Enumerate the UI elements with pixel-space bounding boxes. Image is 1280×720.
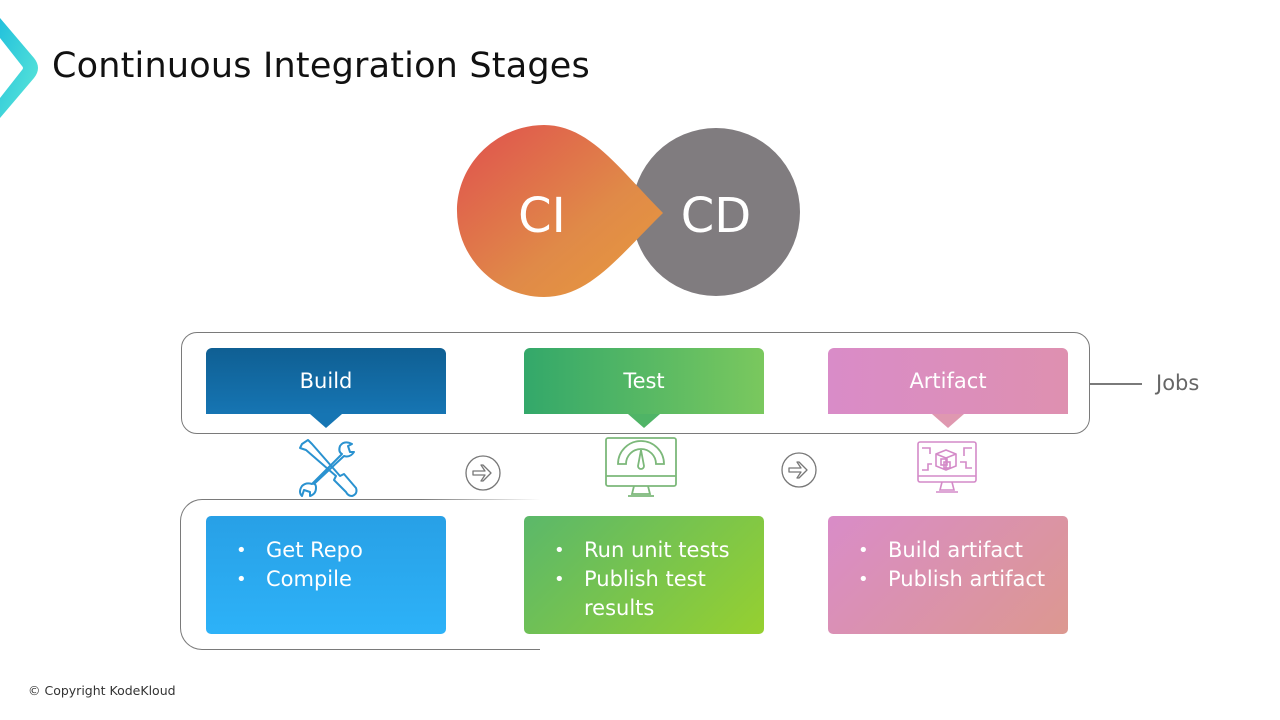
list-item: Compile [236,565,436,594]
artifact-steps-card: Build artifact Publish artifact [828,516,1068,634]
arrow-right-icon [465,455,501,491]
stage-build: Build [206,348,446,428]
jobs-label: Jobs [1156,371,1200,395]
gauge-monitor-icon [605,437,677,497]
ci-label: CI [518,188,566,244]
stage-artifact-label: Artifact [909,369,987,393]
stage-artifact-pointer [932,414,964,428]
build-steps-card: Get Repo Compile [206,516,446,634]
list-item: Publish test results [554,565,754,623]
tools-icon [299,439,358,497]
stage-artifact: Artifact [828,348,1068,428]
page-title: Continuous Integration Stages [52,46,590,86]
list-item: Build artifact [858,536,1058,565]
stage-build-label: Build [299,369,353,393]
list-item: Get Repo [236,536,436,565]
chevron-logo-icon [0,18,38,118]
ci-cd-logo: CI CD [457,125,800,297]
cd-circle [632,128,800,296]
jobs-frame [181,332,1090,434]
list-item: Publish artifact [858,565,1058,594]
stage-build-pointer [310,414,342,428]
stage-test: Test [524,348,764,428]
jobs-connector-line [1090,383,1142,385]
cd-label: CD [681,188,751,244]
cube-monitor-icon [917,441,977,493]
list-item: Run unit tests [554,536,754,565]
stage-test-label: Test [623,369,665,393]
copyright-text: © Copyright KodeKloud [28,683,176,698]
stage-test-pointer [628,414,660,428]
test-steps-card: Run unit tests Publish test results [524,516,764,634]
arrow-right-icon [781,452,817,488]
ci-drop [457,125,663,297]
